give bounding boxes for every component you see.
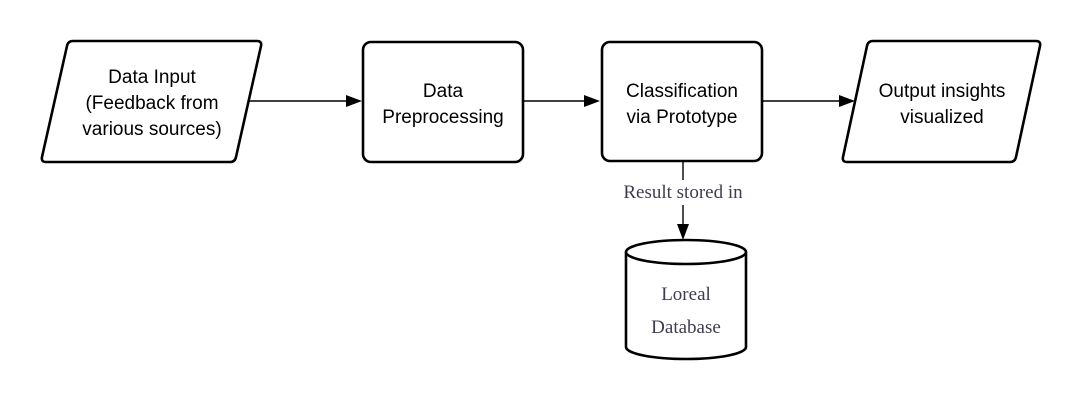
edge-preprocessing-to-classification — [524, 95, 600, 107]
edge-classification-to-database — [677, 161, 689, 240]
node-data-input-line2: (Feedback from — [85, 93, 218, 114]
node-loreal-database: Loreal Database — [624, 238, 748, 361]
node-output-insights-line2: visualized — [900, 107, 983, 128]
node-data-preprocessing: Data Preprocessing — [361, 40, 525, 164]
node-data-input-line1: Data Input — [108, 67, 196, 88]
node-output-insights: Output insights visualized — [841, 39, 1042, 164]
node-loreal-database-line1: Loreal — [661, 284, 711, 305]
node-loreal-database-line2: Database — [651, 317, 721, 338]
edge-input-to-preprocessing — [248, 95, 362, 107]
node-classification: Classification via Prototype — [600, 40, 764, 163]
edge-label-result-stored-in: Result stored in — [623, 182, 743, 203]
node-classification-line1: Classification — [626, 81, 738, 102]
node-data-input-line3: various sources) — [82, 119, 221, 140]
node-classification-line2: via Prototype — [627, 107, 738, 128]
node-data-preprocessing-line2: Preprocessing — [382, 107, 503, 128]
edge-classification-to-output — [763, 95, 855, 107]
node-data-input: Data Input (Feedback from various source… — [40, 39, 263, 164]
node-data-preprocessing-line1: Data — [423, 81, 464, 102]
node-output-insights-line1: Output insights — [879, 81, 1006, 102]
